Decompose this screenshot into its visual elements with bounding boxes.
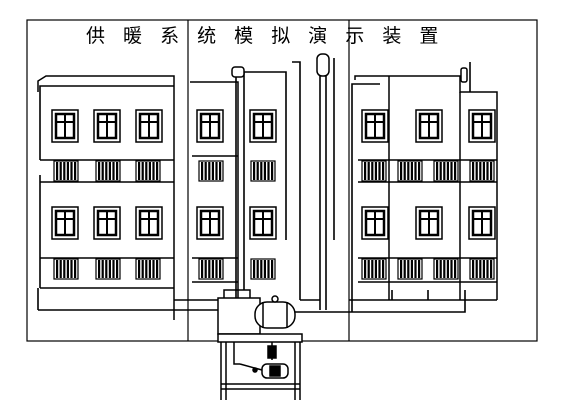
window: [51, 109, 79, 143]
radiator: [135, 258, 161, 280]
radiator: [53, 258, 79, 280]
window: [468, 206, 496, 240]
middle-piping: [192, 58, 335, 310]
window: [93, 206, 121, 240]
window: [196, 109, 224, 143]
circulation-pump: [233, 342, 289, 379]
radiator: [397, 258, 423, 280]
radiator: [469, 258, 495, 280]
window: [249, 206, 277, 240]
window: [51, 206, 79, 240]
window: [468, 109, 496, 143]
expansion-tank-middle: [231, 66, 245, 78]
window: [415, 109, 443, 143]
radiator: [250, 160, 276, 182]
radiator: [361, 258, 387, 280]
right-piping: [320, 62, 497, 313]
radiator: [433, 160, 459, 182]
radiators-group: [53, 160, 495, 280]
radiator: [95, 160, 121, 182]
diagram-title: 供 暖 系 统 模 拟 演 示 装 置: [86, 25, 444, 47]
window: [196, 206, 224, 240]
radiator: [198, 258, 224, 280]
expansion-tank-center: [316, 53, 330, 77]
radiator: [469, 160, 495, 182]
radiator: [433, 258, 459, 280]
radiator: [397, 160, 423, 182]
building-outlines: [37, 75, 498, 320]
equipment-stand: [217, 333, 303, 400]
radiator: [95, 258, 121, 280]
radiator: [53, 160, 79, 182]
expansion-tank-right: [460, 67, 468, 83]
window: [135, 206, 163, 240]
radiator: [198, 160, 224, 182]
radiator: [250, 258, 276, 280]
radiator: [361, 160, 387, 182]
window: [361, 206, 389, 240]
window: [361, 109, 389, 143]
window: [249, 109, 277, 143]
windows-group: [51, 109, 496, 240]
window: [135, 109, 163, 143]
window: [415, 206, 443, 240]
left-piping: [37, 85, 220, 311]
window: [93, 109, 121, 143]
radiator: [135, 160, 161, 182]
boiler-unit: [217, 289, 320, 335]
